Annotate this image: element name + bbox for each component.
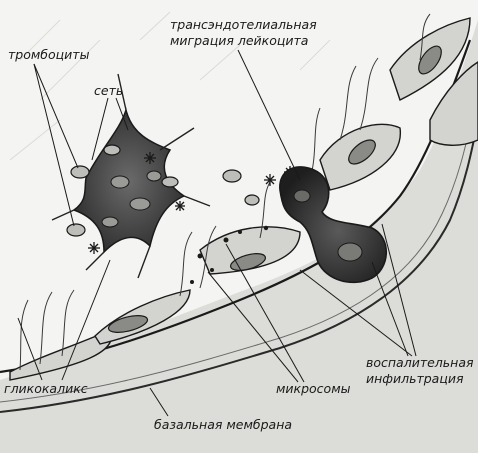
label-migration-line2: миграция лейкоцита — [170, 34, 308, 48]
label-migration-line1: трансэндотелиальная — [170, 18, 317, 32]
label-infiltration-line2: инфильтрация — [366, 372, 464, 386]
label-network: сеть — [94, 84, 123, 98]
label-platelets: тромбоциты — [8, 48, 89, 62]
label-basal-membrane: базальная мембрана — [154, 418, 292, 432]
label-microsomes: микросомы — [276, 382, 351, 396]
label-glycocalyx: гликокаликс — [4, 382, 88, 396]
label-infiltration-line1: воспалительная — [366, 356, 474, 370]
